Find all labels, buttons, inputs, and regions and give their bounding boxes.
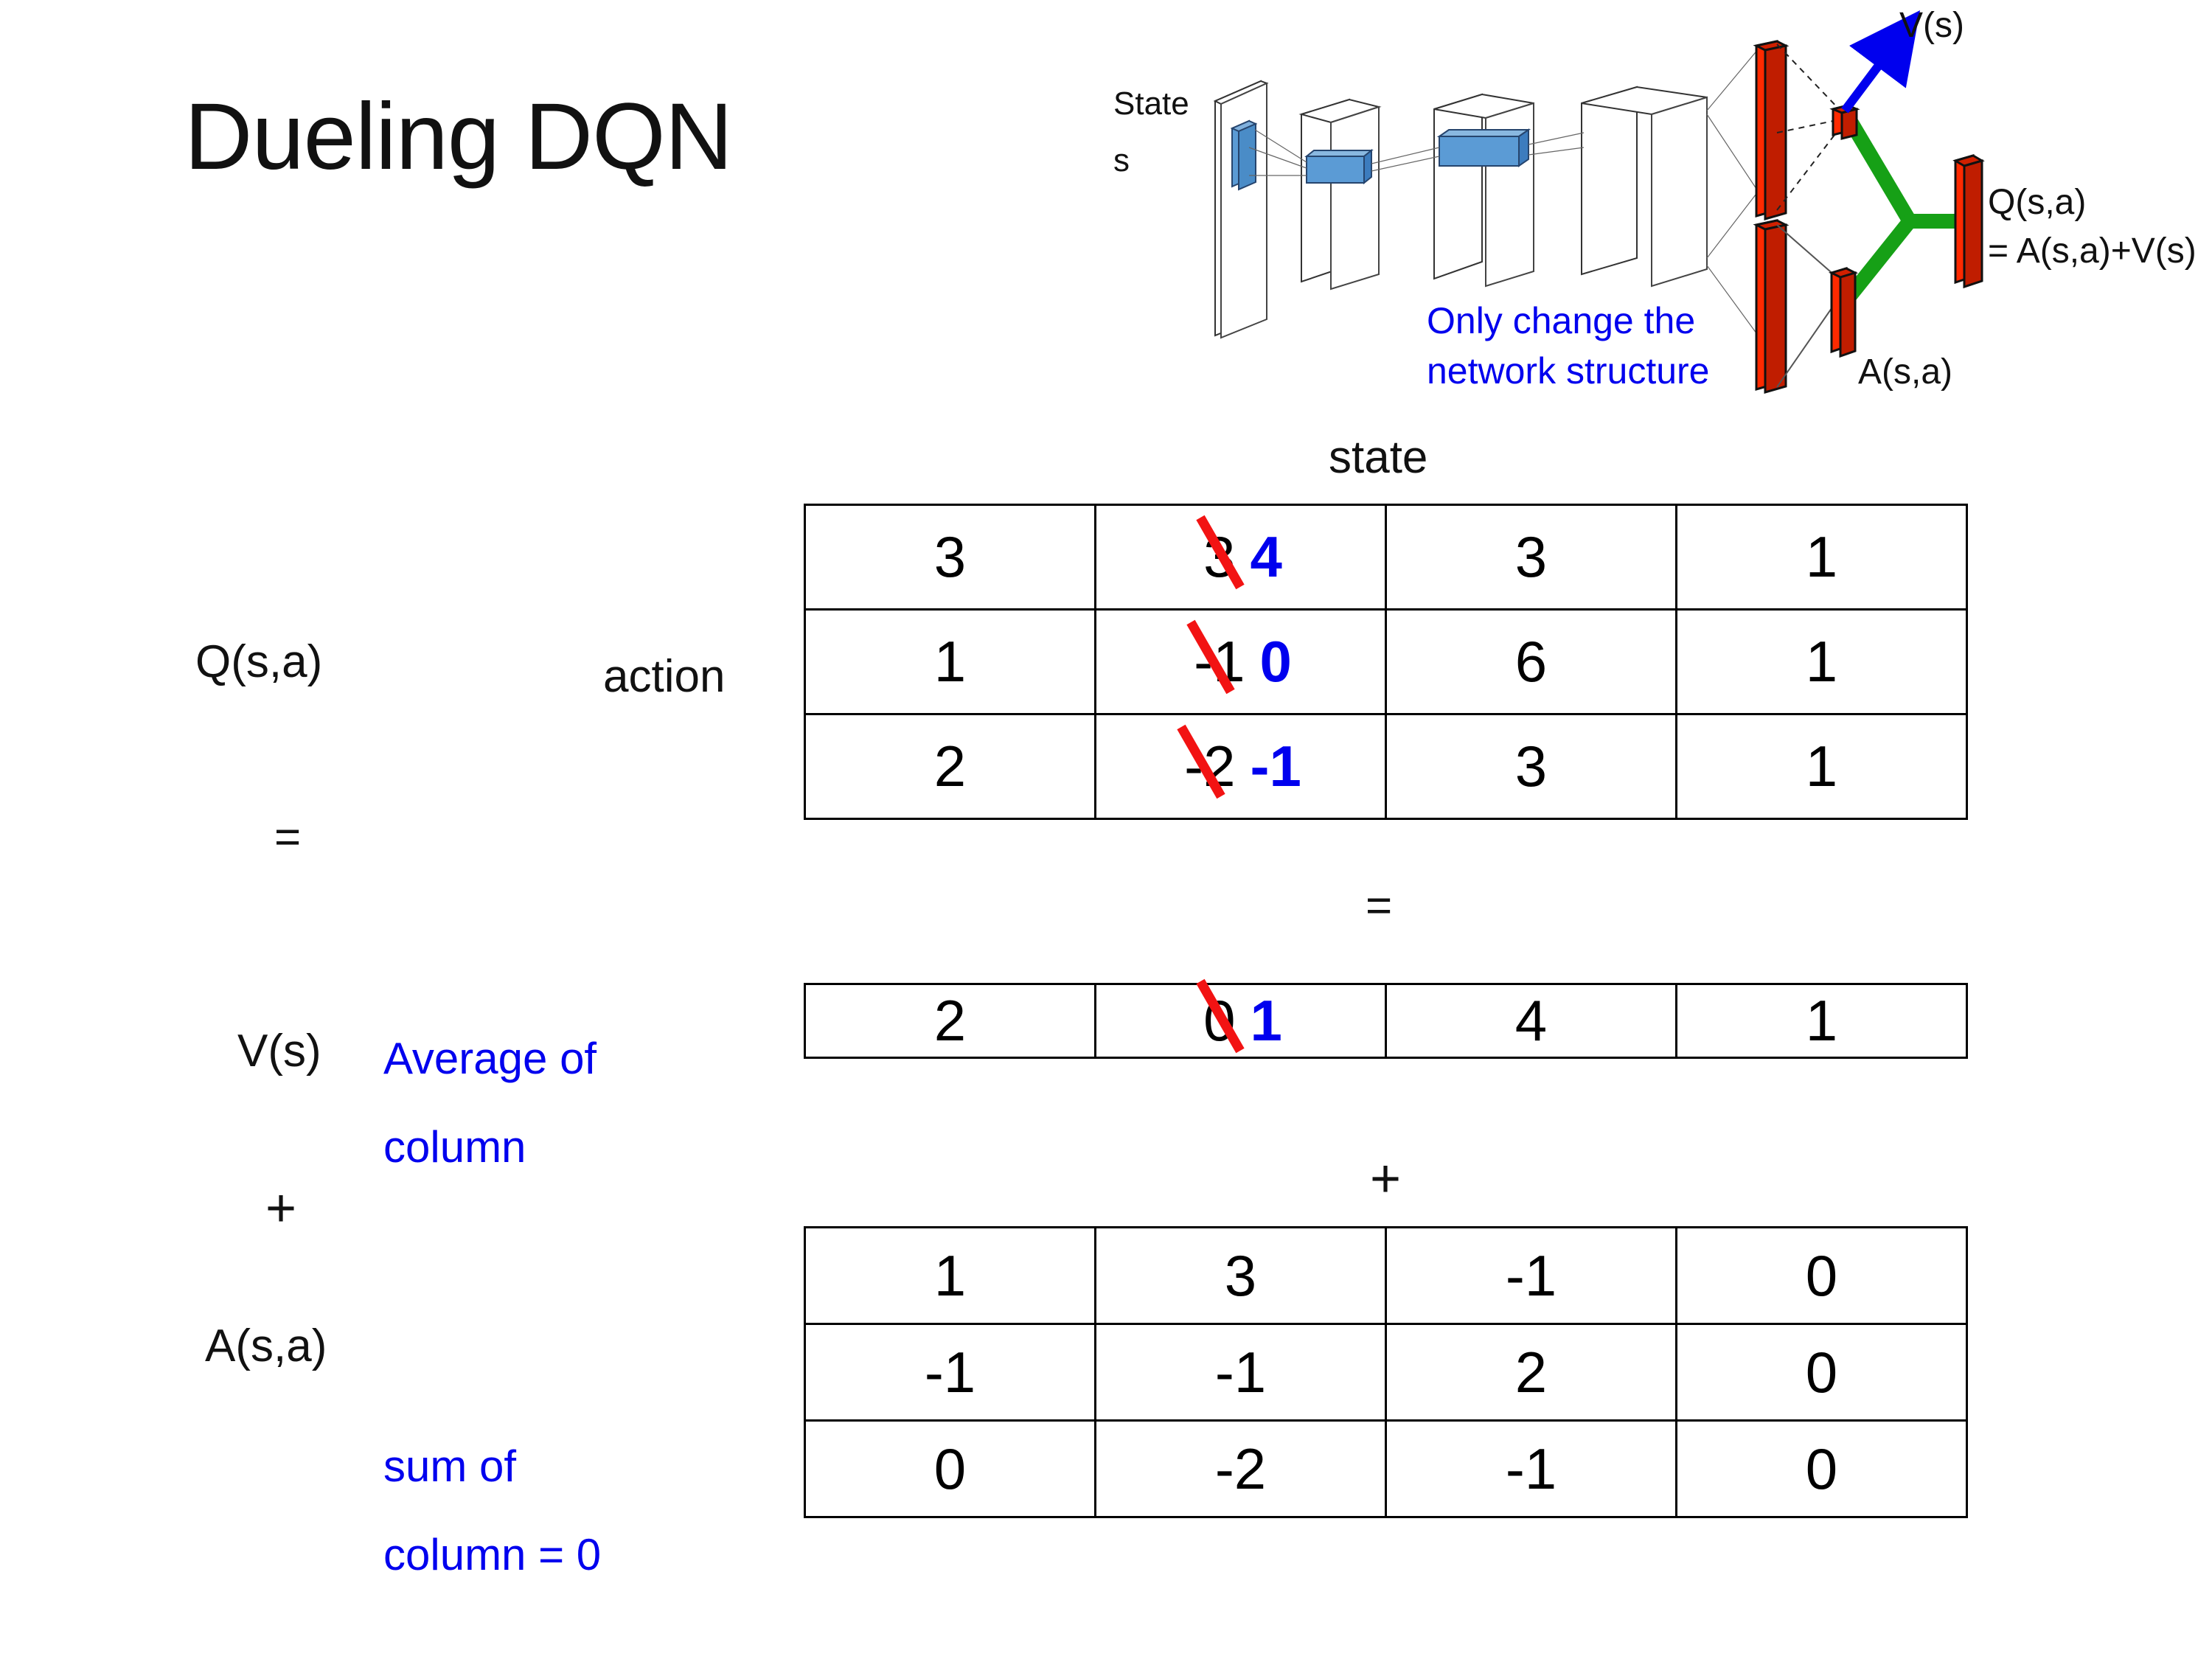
new-value: 4	[1250, 524, 1282, 589]
table-cell-edited: -2-1	[1094, 713, 1387, 820]
new-value: -1	[1250, 734, 1301, 799]
old-value: -2	[1177, 724, 1239, 800]
table-cell: 1	[1675, 608, 1968, 715]
table-cell: 3	[1094, 1226, 1387, 1325]
table-cell: 0	[804, 1419, 1096, 1518]
table-cell: 3	[804, 504, 1096, 611]
table-cell: 1	[804, 608, 1096, 715]
table-cell: 1	[1675, 713, 1968, 820]
strikethrough-icon	[1196, 978, 1245, 1054]
diagram-note-line2: network structure	[1427, 350, 1709, 392]
action-axis-label: action	[603, 651, 726, 702]
a-note-line2: column = 0	[383, 1530, 602, 1579]
plus-operator-left: +	[265, 1179, 297, 1238]
old-value: 0	[1196, 978, 1245, 1054]
table-cell: 1	[1675, 504, 1968, 611]
diagram-a-label: A(s,a)	[1858, 352, 1952, 392]
table-cell: 3	[1385, 504, 1677, 611]
table-cell: 2	[804, 713, 1096, 820]
v-note-line1: Average of	[383, 1034, 597, 1083]
plus-operator-middle: +	[1370, 1150, 1402, 1208]
q-function-label: Q(s,a)	[195, 636, 323, 687]
dueling-network-diagram: State s V(s) A(s,a) Q(s,a) = A(s,a)+V(s)…	[1091, 0, 2212, 413]
a-note-line1: sum of	[383, 1441, 517, 1491]
table-cell: 3	[1385, 713, 1677, 820]
old-value: -1	[1186, 619, 1249, 695]
table-cell: 2	[804, 983, 1096, 1059]
page-title: Dueling DQN	[184, 84, 733, 189]
diagram-state-label-line2: s	[1113, 142, 1130, 178]
table-cell: 4	[1385, 983, 1677, 1059]
v-note-line2: column	[383, 1122, 526, 1172]
diagram-state-label-line1: State	[1113, 86, 1189, 122]
strikethrough-icon	[1186, 619, 1235, 695]
table-cell: -1	[1385, 1419, 1677, 1518]
table-cell: 0	[1675, 1419, 1968, 1518]
diagram-q-label-line2: = A(s,a)+V(s)	[1988, 232, 2197, 271]
table-cell: 0	[1675, 1226, 1968, 1325]
diagram-v-label: V(s)	[1899, 6, 1964, 45]
strikethrough-icon	[1196, 515, 1245, 590]
table-cell: -2	[1094, 1419, 1387, 1518]
table-cell: 1	[804, 1226, 1096, 1325]
table-cell: -1	[1385, 1226, 1677, 1325]
table-cell: -1	[804, 1323, 1096, 1422]
diagram-q-label-line1: Q(s,a)	[1988, 183, 2086, 222]
old-value: 3	[1196, 515, 1245, 591]
new-value: 1	[1250, 988, 1282, 1053]
table-cell: 0	[1675, 1323, 1968, 1422]
state-axis-label: state	[1329, 432, 1428, 483]
new-value: 0	[1259, 629, 1292, 694]
v-function-label: V(s)	[237, 1026, 321, 1077]
equals-operator-middle: =	[1366, 880, 1393, 931]
table-cell: 2	[1385, 1323, 1677, 1422]
equals-operator-left: =	[274, 812, 302, 863]
diagram-note-line1: Only change the	[1427, 300, 1695, 341]
table-cell: 6	[1385, 608, 1677, 715]
table-cell: 1	[1675, 983, 1968, 1059]
table-cell: -1	[1094, 1323, 1387, 1422]
strikethrough-icon	[1177, 724, 1225, 799]
a-function-label: A(s,a)	[205, 1321, 327, 1371]
